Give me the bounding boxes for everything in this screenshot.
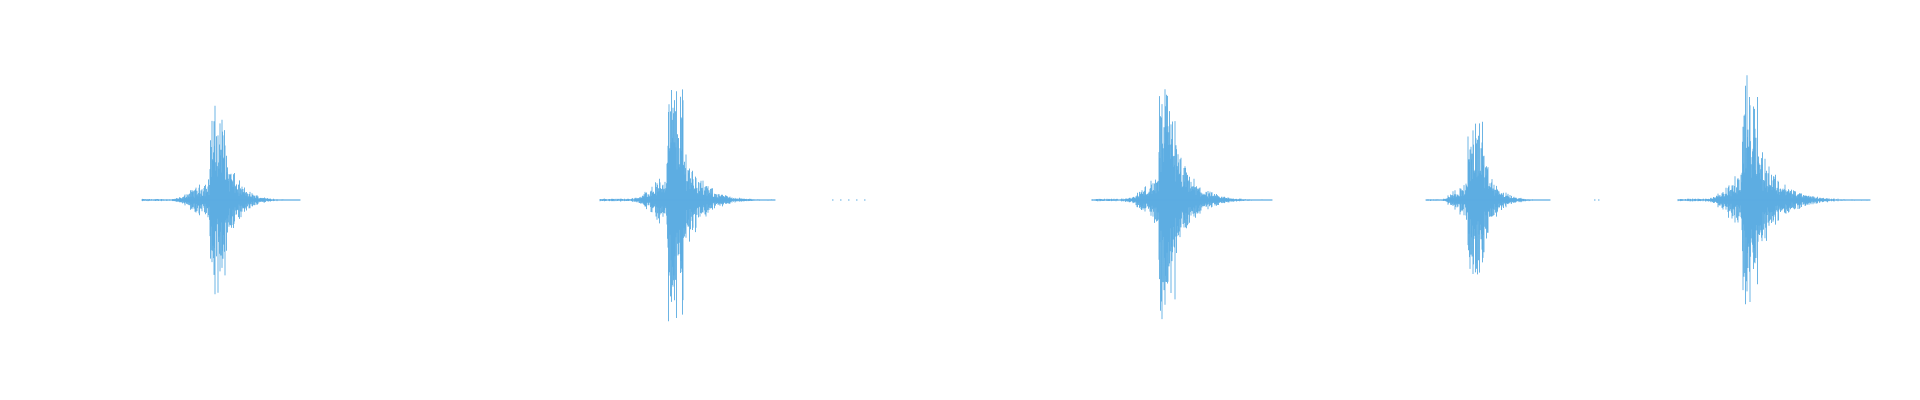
waveform-burst-3 — [1091, 89, 1273, 320]
waveform-bursts — [141, 75, 1871, 322]
waveform-burst-1 — [141, 105, 301, 295]
waveform-burst-5 — [1677, 75, 1871, 305]
waveform-burst-4 — [1425, 121, 1600, 275]
waveform-burst-2 — [599, 89, 866, 322]
